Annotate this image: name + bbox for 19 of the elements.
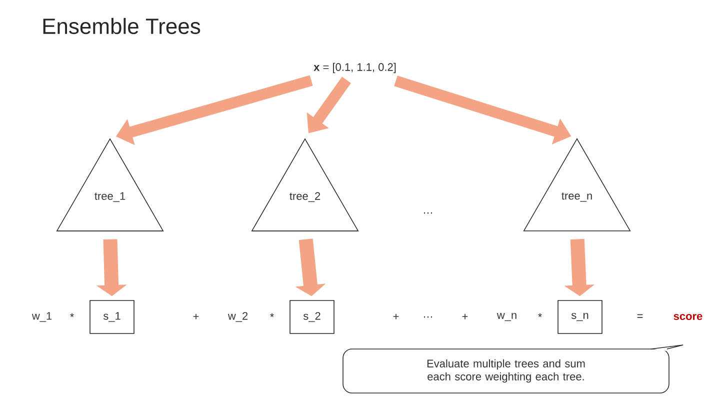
operator: +	[462, 314, 468, 320]
weight-label: w_n	[496, 312, 516, 322]
weight-label: w_1	[32, 312, 52, 322]
speech-bubble: Evaluate multiple trees and sum each score weighting each tree.	[342, 344, 684, 394]
score-box: s_n	[558, 300, 602, 334]
operator: +	[193, 314, 199, 320]
result-label: score	[674, 314, 702, 320]
operator: *	[538, 313, 542, 318]
operator: *	[270, 313, 274, 318]
score-box: s_1	[90, 300, 134, 334]
weight-label: w_2	[228, 312, 248, 322]
operator: =	[637, 314, 643, 318]
ellipsis: …	[424, 212, 432, 214]
operator: *	[70, 313, 74, 318]
operator: +	[393, 314, 399, 320]
score-box: s_2	[290, 300, 334, 334]
ellipsis: …	[424, 316, 432, 318]
input-vector-label: x = [0.1, 1.1, 0.2]	[314, 62, 396, 74]
slide-title: Ensemble Trees	[43, 18, 200, 34]
